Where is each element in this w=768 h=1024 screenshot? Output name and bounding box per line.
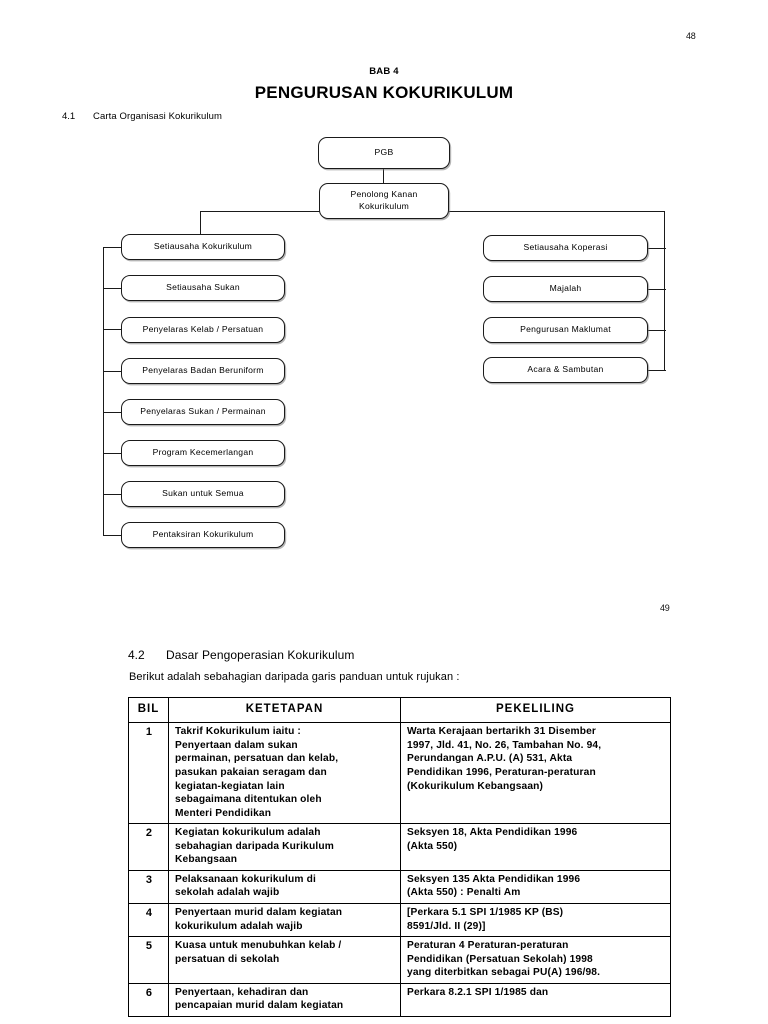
section-4-2-intro: Berikut adalah sebahagian daripada garis… — [129, 671, 460, 683]
org-node-penyelaras-sukan-permainan[interactable]: Penyelaras Sukan / Permainan — [121, 399, 285, 425]
page-number-top: 48 — [686, 31, 696, 41]
cell-bil: 3 — [128, 869, 169, 905]
org-node-majalah[interactable]: Majalah — [483, 276, 648, 302]
table-row: 5 Kuasa untuk menubuhkan kelab / persatu… — [128, 936, 671, 984]
org-node-pgb[interactable]: PGB — [318, 137, 450, 169]
cell-ketetapan: Penyertaan, kehadiran dan pencapaian mur… — [168, 982, 401, 1017]
org-node-penyelaras-kelab-persatuan[interactable]: Penyelaras Kelab / Persatuan — [121, 317, 285, 343]
cell-pekeliling: Warta Kerajaan bertarikh 31 Disember 199… — [400, 722, 671, 825]
cell-pekeliling: Seksyen 18, Akta Pendidikan 1996 (Akta 5… — [400, 823, 671, 871]
connector-right-stub — [648, 248, 666, 250]
cell-pekeliling: [Perkara 5.1 SPI 1/1985 KP (BS) 8591/Jld… — [400, 903, 671, 938]
connector-root-to-second — [383, 169, 385, 183]
org-node-pengurusan-maklumat[interactable]: Pengurusan Maklumat — [483, 317, 648, 343]
org-node-penyelaras-badan-beruniform[interactable]: Penyelaras Badan Beruniform — [121, 358, 285, 384]
section-4-2-number: 4.2 — [128, 648, 145, 662]
connector-left-stub — [103, 412, 135, 414]
column-header-pekeliling: PEKELILING — [400, 696, 671, 724]
cell-ketetapan: Kuasa untuk menubuhkan kelab / persatuan… — [168, 936, 401, 984]
connector-left-stub — [103, 329, 135, 331]
table-row: 2 Kegiatan kokurikulum adalah sebahagian… — [128, 823, 671, 871]
column-header-ketetapan: KETETAPAN — [168, 696, 401, 724]
connector-second-to-right-rail — [449, 211, 665, 213]
guideline-table: BIL KETETAPAN PEKELILING 1 Takrif Kokuri… — [128, 696, 671, 1017]
cell-ketetapan: Penyertaan murid dalam kegiatan kokuriku… — [168, 903, 401, 938]
connector-left-stub — [103, 371, 135, 373]
org-node-setiausaha-sukan[interactable]: Setiausaha Sukan — [121, 275, 285, 301]
connector-right-stub — [648, 330, 666, 332]
cell-bil: 6 — [128, 982, 169, 1017]
connector-left-stub — [103, 453, 135, 455]
org-node-sukan-untuk-semua[interactable]: Sukan untuk Semua — [121, 481, 285, 507]
org-node-setiausaha-koperasi[interactable]: Setiausaha Koperasi — [483, 235, 648, 261]
section-4-2-title: Dasar Pengoperasian Kokurikulum — [166, 648, 355, 662]
cell-bil: 2 — [128, 823, 169, 871]
cell-ketetapan: Kegiatan kokurikulum adalah sebahagian d… — [168, 823, 401, 871]
table-row: 6 Penyertaan, kehadiran dan pencapaian m… — [128, 982, 671, 1017]
org-node-program-kecemerlangan[interactable]: Program Kecemerlangan — [121, 440, 285, 466]
connector-left-drop — [200, 211, 202, 248]
cell-bil: 1 — [128, 722, 169, 825]
page-title: PENGURUSAN KOKURIKULUM — [254, 83, 514, 102]
connector-left-stub — [103, 535, 135, 537]
organisation-chart: PGB Penolong Kanan Kokurikulum Setiausah… — [0, 130, 768, 560]
cell-pekeliling: Seksyen 135 Akta Pendidikan 1996 (Akta 5… — [400, 869, 671, 905]
section-4-1-number: 4.1 — [62, 111, 76, 122]
connector-second-to-left-rail — [200, 211, 320, 213]
cell-ketetapan: Takrif Kokurikulum iaitu : Penyertaan da… — [168, 722, 401, 825]
connector-right-stub — [648, 370, 666, 372]
org-node-setiausaha-kokurikulum[interactable]: Setiausaha Kokurikulum — [121, 234, 285, 260]
connector-left-stub — [103, 288, 135, 290]
column-header-bil: BIL — [128, 696, 169, 724]
page-number-middle: 49 — [660, 603, 670, 613]
cell-bil: 5 — [128, 936, 169, 984]
table-row: 3 Pelaksanaan kokurikulum di sekolah ada… — [128, 869, 671, 905]
connector-right-rail — [664, 211, 666, 370]
connector-right-stub — [648, 289, 666, 291]
cell-ketetapan: Pelaksanaan kokurikulum di sekolah adala… — [168, 869, 401, 905]
cell-pekeliling: Peraturan 4 Peraturan-peraturan Pendidik… — [400, 936, 671, 984]
org-node-pentaksiran-kokurikulum[interactable]: Pentaksiran Kokurikulum — [121, 522, 285, 548]
table-header-row: BIL KETETAPAN PEKELILING — [128, 696, 671, 724]
org-node-penolong-kanan-kokurikulum[interactable]: Penolong Kanan Kokurikulum — [319, 183, 449, 219]
section-4-1-title: Carta Organisasi Kokurikulum — [93, 111, 222, 122]
connector-left-rail — [103, 247, 105, 535]
table-row: 4 Penyertaan murid dalam kegiatan kokuri… — [128, 903, 671, 938]
org-node-acara-sambutan[interactable]: Acara & Sambutan — [483, 357, 648, 383]
chapter-label: BAB 4 — [369, 66, 399, 77]
connector-left-stub — [103, 494, 135, 496]
table-row: 1 Takrif Kokurikulum iaitu : Penyertaan … — [128, 722, 671, 825]
cell-pekeliling: Perkara 8.2.1 SPI 1/1985 dan — [400, 982, 671, 1017]
cell-bil: 4 — [128, 903, 169, 938]
